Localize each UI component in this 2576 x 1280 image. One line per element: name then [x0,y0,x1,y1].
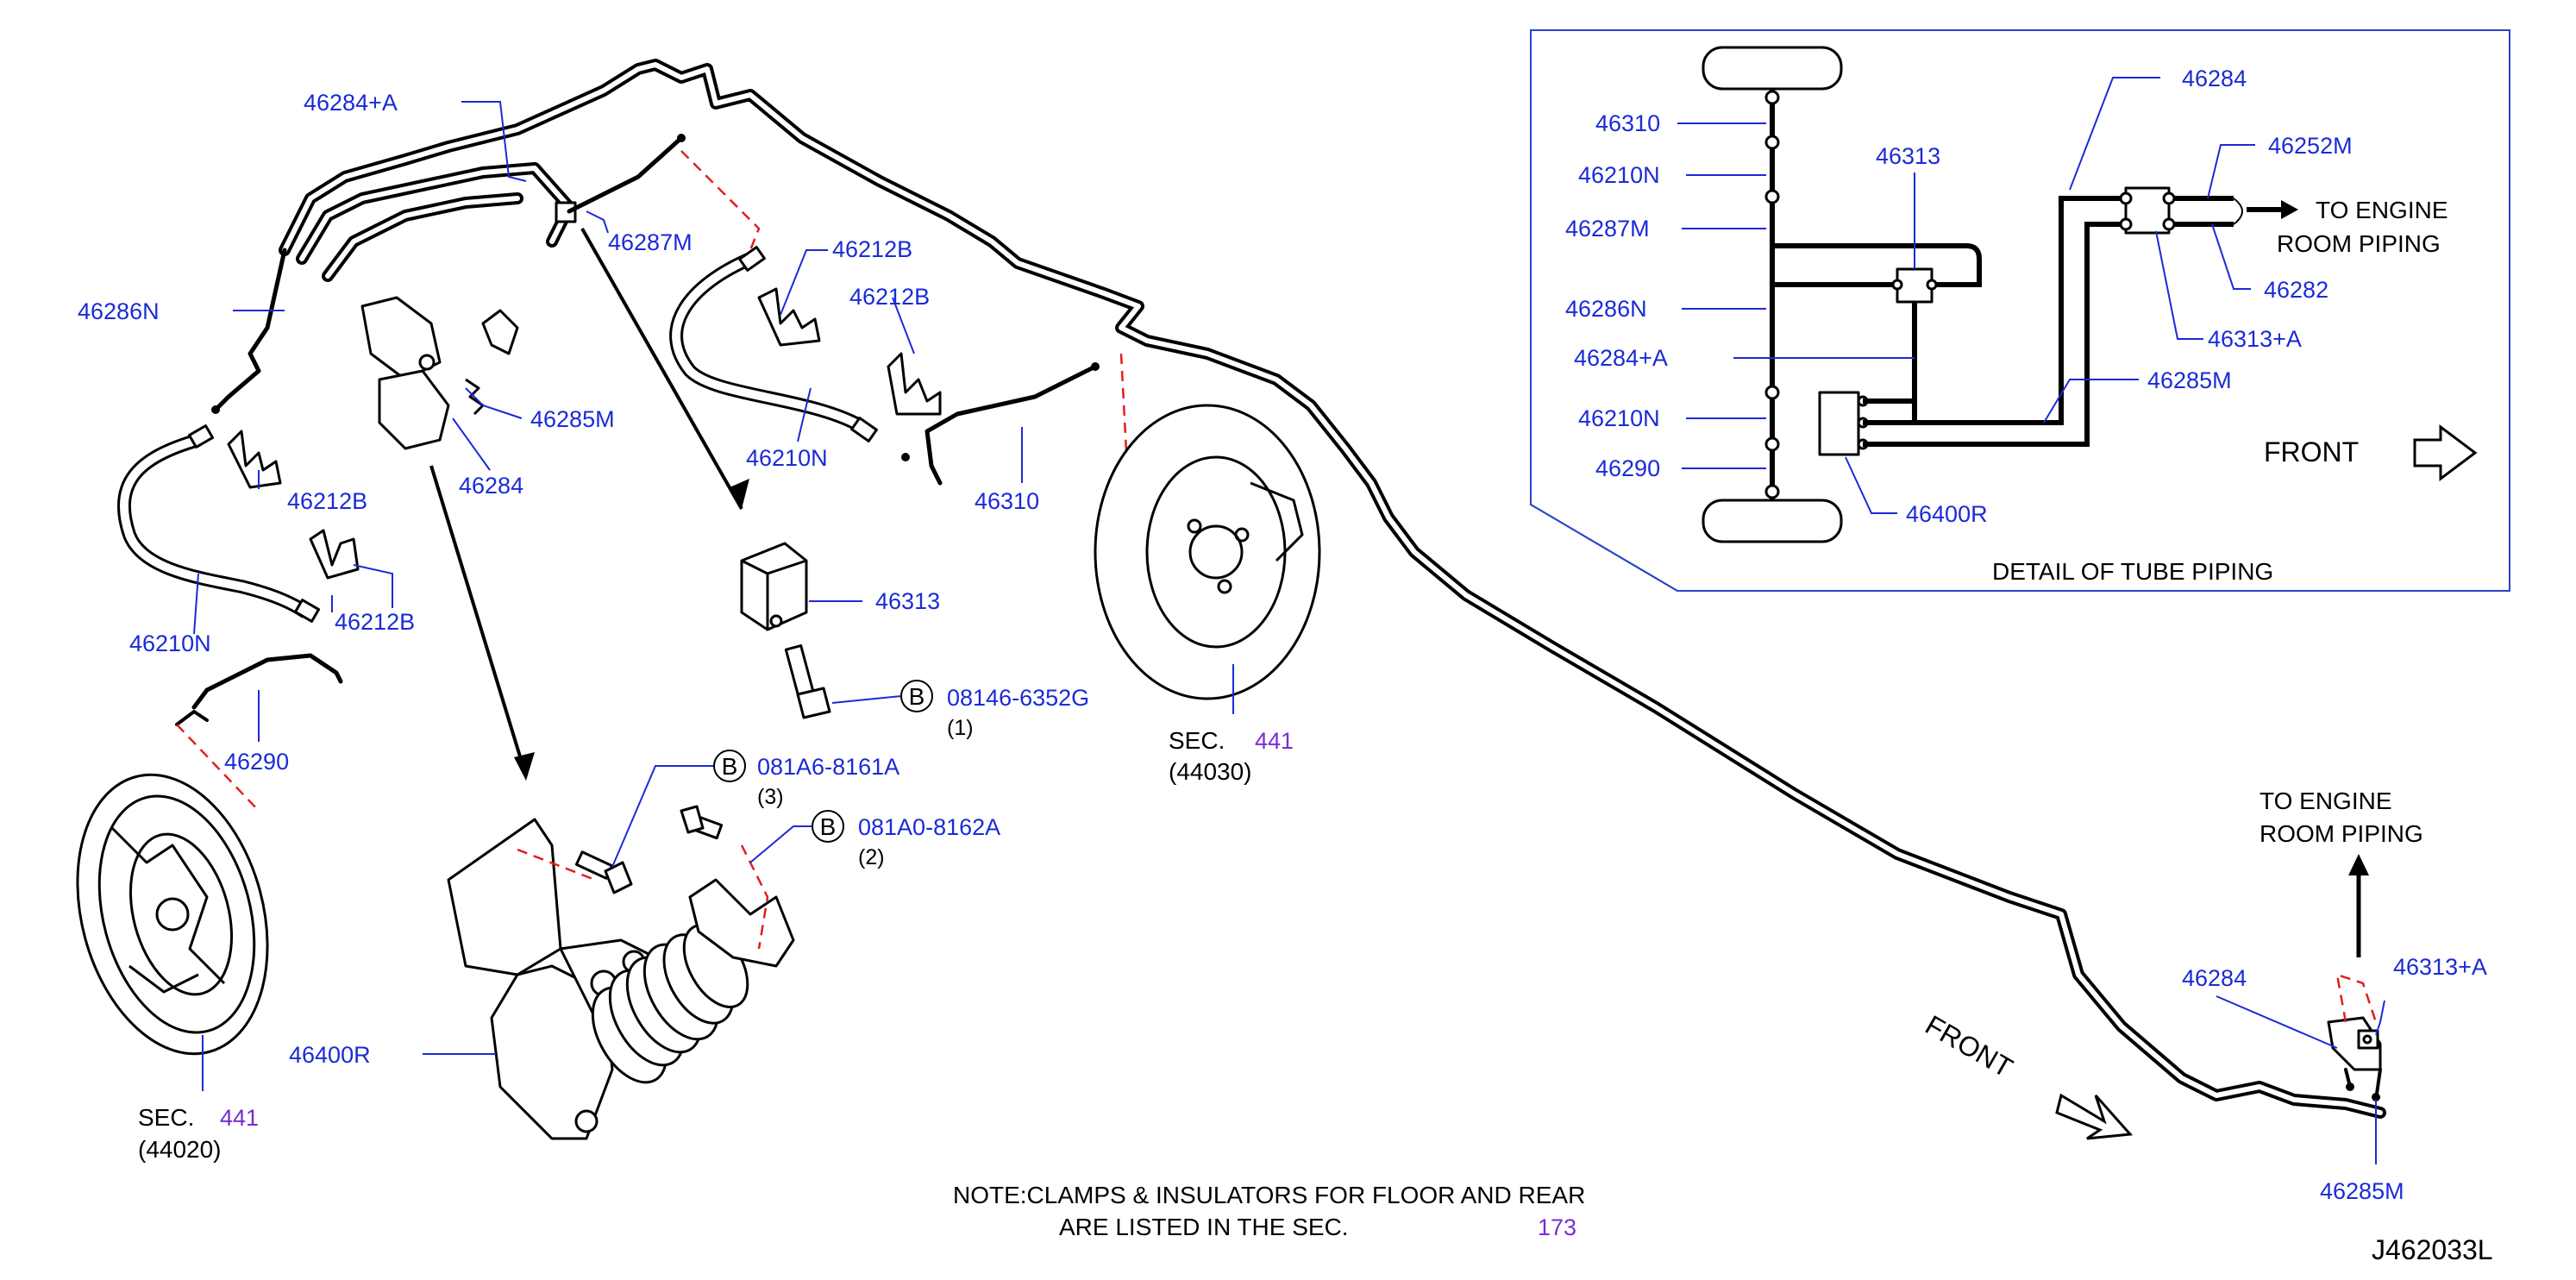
bolt-081A6-8161A [574,850,633,894]
label-46212B-mid-a[interactable]: 46212B [832,236,912,262]
sec-mid-prefix: SEC. [1169,727,1225,754]
label-46285M-right[interactable]: 46285M [2320,1178,2404,1204]
tube-46290 [175,653,343,726]
label-46212B-left-b[interactable]: 46212B [335,609,415,635]
tube-46310 [901,362,1100,486]
detail-front: FRONT [2264,436,2359,467]
part-labels: 46284+A 46287M 46286N 46212B 46212B 4621… [78,90,2487,1204]
label-46284-mid[interactable]: 46284 [459,473,523,499]
bolt-circle-letter-2: B [820,813,837,840]
detail-label-46286N[interactable]: 46286N [1565,296,1647,322]
clip-46212B-mid-b [887,352,942,416]
sec-mid-link[interactable]: 441 [1255,728,1294,754]
label-bolt-qty-2: (2) [858,845,885,869]
detail-box [1530,29,2510,592]
label-46284-right[interactable]: 46284 [2182,965,2247,991]
label-46313A-right[interactable]: 46313+A [2393,954,2487,980]
label-46286N-left[interactable]: 46286N [78,298,160,324]
detail-label-46210N-b[interactable]: 46210N [1578,405,1660,431]
label-46212B-mid-b[interactable]: 46212B [849,284,930,310]
note-block: NOTE:CLAMPS & INSULATORS FOR FLOOR AND R… [953,1182,1585,1240]
label-46285M-mid[interactable]: 46285M [530,406,615,432]
detail-label-46310[interactable]: 46310 [1595,110,1660,136]
up-arrow-engine-room [2348,854,2369,957]
connector-46287M [555,134,686,223]
bolt-08146-6352G [784,644,831,719]
rear-brake-drum-left [76,724,269,1056]
detail-label-46290[interactable]: 46290 [1595,455,1660,481]
label-bolt-081A6-8161A[interactable]: 081A6-8161A [757,754,899,780]
detail-label-46313A[interactable]: 46313+A [2208,326,2302,352]
clip-46212B-mid-a [757,287,821,347]
right-to-engine-1: TO ENGINE [2259,787,2392,814]
label-46290-left[interactable]: 46290 [224,749,289,775]
bolt-ref-circles: B B B [713,680,933,843]
clip-46212B-left-b [309,529,360,580]
clip-46212B-left-a [227,430,282,489]
detail-label-46284A[interactable]: 46284+A [1574,345,1668,371]
bolt-ref-circle-1 [900,680,933,712]
label-bolt-08146-6352G[interactable]: 08146-6352G [947,685,1089,711]
label-bolt-qty-1: (1) [947,716,974,740]
bolt-circle-letter-1: B [909,683,925,710]
label-46210N-mid[interactable]: 46210N [746,445,828,471]
right-front-label: FRONT [1921,1009,2018,1083]
detail-label-46285M[interactable]: 46285M [2147,367,2232,393]
front-arrow-right [2055,1093,2134,1140]
detail-label-46252M[interactable]: 46252M [2268,133,2353,159]
detail-label-46313[interactable]: 46313 [1876,143,1940,169]
label-bolt-081A0-8162A[interactable]: 081A0-8162A [858,814,1000,840]
hose-46210N-mid [669,150,878,442]
pointer-arrows [429,228,749,781]
detail-label-46284[interactable]: 46284 [2182,66,2247,91]
hose-46210N-left [116,424,321,623]
main-brake-tube [279,59,2386,1119]
bolt-ref-circle-3 [713,750,746,782]
bolt-081A0-8162A [680,805,724,840]
label-46400R-main[interactable]: 46400R [289,1042,371,1068]
master-cylinder-46400R [447,818,795,1140]
detail-to-engine-2: ROOM PIPING [2277,230,2441,257]
note-line-2: ARE LISTED IN THE SEC. [1059,1214,1349,1240]
detail-title: DETAIL OF TUBE PIPING [1992,558,2273,585]
rear-brake-disc-mid [1094,353,1321,700]
junction-block-46313 [740,542,808,631]
label-46284A-top[interactable]: 46284+A [304,90,398,116]
bolt-circle-letter-3: B [722,753,738,780]
bolt-ref-circle-2 [812,810,844,843]
bolt-labels: 08146-6352G (1) 081A6-8161A (3) 081A0-81… [757,685,1089,869]
label-46212B-left-a[interactable]: 46212B [287,488,367,514]
label-bolt-qty-3: (3) [757,785,784,809]
detail-label-46400R[interactable]: 46400R [1906,501,1988,527]
detail-to-engine-1: TO ENGINE [2316,197,2448,223]
label-46310-mid[interactable]: 46310 [975,488,1039,514]
note-sec-link[interactable]: 173 [1538,1214,1576,1240]
diagram-id: J462033L [2372,1234,2493,1265]
label-46287M-top[interactable]: 46287M [608,229,693,255]
detail-label-46287M[interactable]: 46287M [1565,216,1650,242]
detail-labels: 46310 46210N 46287M 46286N 46284+A 46210… [1565,66,2448,585]
label-46210N-left[interactable]: 46210N [129,631,211,656]
detail-label-46282[interactable]: 46282 [2264,277,2328,303]
bracket-46284-right [2327,973,2382,1101]
detail-label-46210N-a[interactable]: 46210N [1578,162,1660,188]
label-46313-mid[interactable]: 46313 [875,588,940,614]
sec-left-prefix: SEC. [138,1104,194,1131]
leader-lines [193,101,2385,1164]
tube-46286N [211,248,287,414]
sec-left-link[interactable]: 441 [220,1105,259,1131]
sec-mid-sub: (44030) [1169,758,1252,785]
right-to-engine-2: ROOM PIPING [2259,820,2423,847]
section-refs: SEC. 441 (44030) SEC. 441 (44020) [138,727,1294,1163]
bracket-46284-upper [360,296,519,450]
sec-left-sub: (44020) [138,1136,222,1163]
note-line-1: NOTE:CLAMPS & INSULATORS FOR FLOOR AND R… [953,1182,1585,1208]
